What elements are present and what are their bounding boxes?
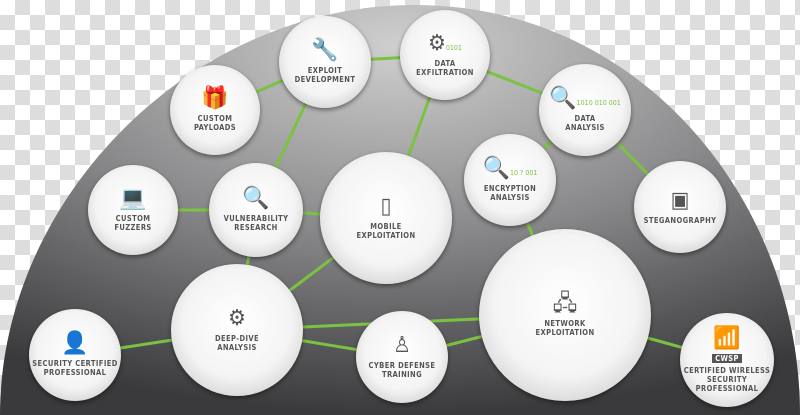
presenter-icon: ♙ [393,333,411,358]
wrench-screwdriver-icon: 🔧 [311,38,339,63]
node-network-exploitation[interactable]: 🖧 NETWORK EXPLOITATION [479,229,651,401]
node-exploit-development[interactable]: 🔧 EXPLOIT DEVELOPMENT [279,16,371,108]
magnifier-bug-icon: 🔍 [242,186,270,211]
magnifier-question-icon: 🔍10 ? 001 [482,156,538,181]
gift-icon: 🎁 [201,86,229,111]
node-vulnerability-research[interactable]: 🔍 VULNERABILITY RESEARCH [209,163,303,257]
node-label: CUSTOM PAYLOADS [193,114,237,132]
node-label: EXPLOIT DEVELOPMENT [294,66,356,84]
node-custom-payloads[interactable]: 🎁 CUSTOM PAYLOADS [170,65,260,155]
person-icon: 👤 [61,331,89,356]
network-icon: 🖧 [552,291,578,316]
image-icon: ▣ [670,187,690,213]
icon-binary-text: 1010 010 001 [576,99,621,107]
node-deep-dive-analysis[interactable]: ⚙ DEEP-DIVE ANALYSIS [171,264,303,396]
cwsp-badge: CWSP [712,353,742,363]
node-label: CUSTOM FUZZERS [114,214,152,232]
icon-binary-text: 10 ? 001 [510,169,538,177]
node-label: VULNERABILITY RESEARCH [223,214,289,232]
phone-icon: ▯ [380,194,392,219]
node-label: MOBILE EXPLOITATION [356,222,416,240]
node-label: DATA EXFILTRATION [416,59,474,77]
node-label: NETWORK EXPLOITATION [535,319,595,337]
node-label: STEGANOGRAPHY [643,215,717,225]
vacuum-icon: ⚙0101 [428,31,462,56]
node-mobile-exploitation[interactable]: ▯ MOBILE EXPLOITATION [320,152,452,284]
node-label: ENCRYPTION ANALYSIS [483,184,537,202]
node-cyber-defense-training[interactable]: ♙ CYBER DEFENSE TRAINING [356,311,448,403]
wifi-person-icon: 📶 [713,325,741,351]
node-label: CERTIFIED WIRELESS SECURITY PROFESSIONAL [683,365,771,393]
magnifier-icon: 🔍1010 010 001 [549,86,621,111]
node-label: DATA ANALYSIS [565,114,605,132]
node-custom-fuzzers[interactable]: 💻 CUSTOM FUZZERS [88,165,178,255]
node-cwsp[interactable]: 📶 CWSP CERTIFIED WIRELESS SECURITY PROFESS… [680,313,774,407]
icon-binary-text: 0101 [445,44,462,52]
node-security-certified-professional[interactable]: 👤 SECURITY CERTIFIED PROFESSIONAL [29,309,121,401]
node-label: DEEP-DIVE ANALYSIS [215,334,259,352]
node-label: CYBER DEFENSE TRAINING [368,361,436,379]
laptop-hammer-icon: 💻 [119,186,147,211]
node-label: SECURITY CERTIFIED PROFESSIONAL [32,359,118,377]
gear-monitor-icon: ⚙ [228,306,246,331]
node-steganography[interactable]: ▣ STEGANOGRAPHY [634,161,726,253]
